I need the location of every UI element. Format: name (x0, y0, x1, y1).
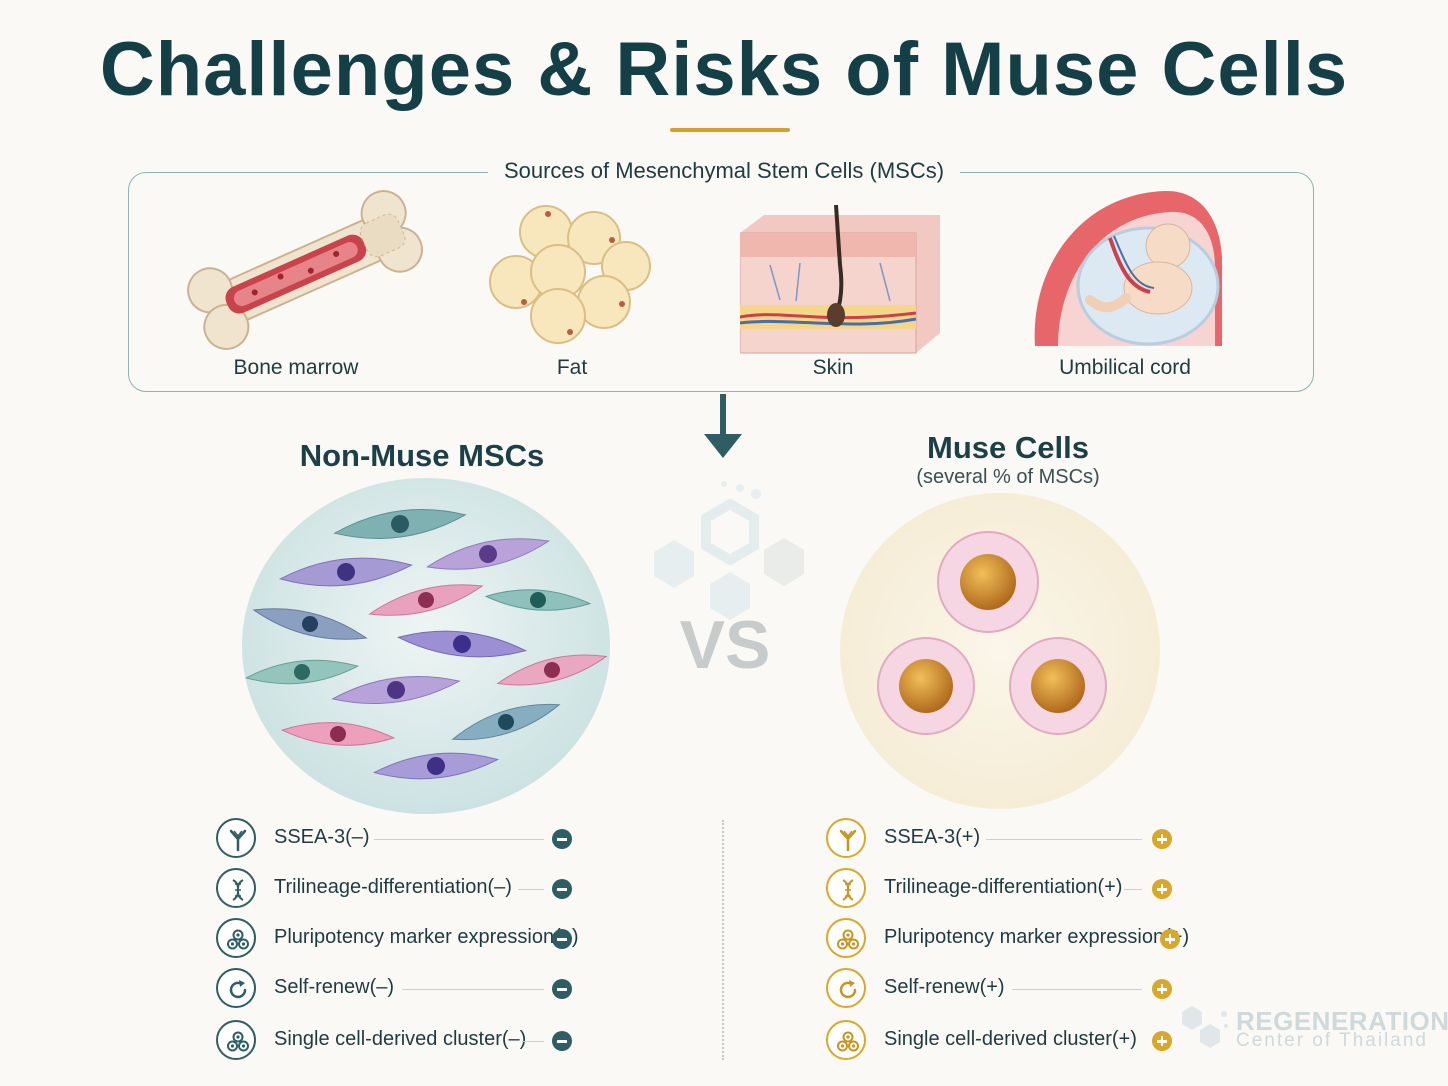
minus-icon (552, 979, 572, 999)
source-label-bone-marrow: Bone marrow (233, 356, 359, 379)
minus-icon (552, 1031, 572, 1051)
skin-section-icon (740, 205, 940, 354)
cell-cluster-icon (216, 1020, 256, 1060)
non-muse-title: Non-Muse MSCs (299, 438, 545, 473)
marker-row-self-renew-negative: Self-renew(–) (216, 968, 576, 1012)
antibody-icon (216, 818, 256, 858)
marker-label: Trilineage-differentiation(–) (274, 876, 512, 898)
muse-cells-illustration (840, 493, 1160, 809)
marker-row-pluripotency-positive: Pluripotency marker expression(+) (826, 918, 1190, 962)
dna-icon (216, 868, 256, 908)
source-label-fat: Fat (556, 356, 588, 379)
marker-row-ssea3-positive: SSEA-3(+) (826, 818, 1186, 862)
cell-cluster-icon (826, 1020, 866, 1060)
plus-icon (1152, 1031, 1172, 1051)
non-muse-cells-illustration (242, 478, 610, 814)
minus-icon (552, 829, 572, 849)
vs-label: VS (679, 607, 771, 683)
fat-cells-icon (489, 205, 651, 344)
marker-label: SSEA-3(+) (884, 826, 981, 848)
refresh-icon (826, 968, 866, 1008)
muse-subtitle: (several % of MSCs) (916, 466, 1100, 488)
bone-marrow-icon (187, 190, 423, 350)
marker-label: Trilineage-differentiation(+) (884, 876, 1123, 898)
minus-icon (552, 929, 572, 949)
plus-icon (1160, 929, 1180, 949)
marker-row-trilineage-positive: Trilineage-differentiation(+) (826, 868, 1186, 912)
marker-label: SSEA-3(–) (274, 826, 370, 848)
plus-icon (1152, 979, 1172, 999)
source-label-umbilical-cord: Umbilical cord (1059, 356, 1191, 379)
marker-label: Pluripotency marker expression(+) (884, 926, 1190, 948)
sources-heading: Sources of Mesenchymal Stem Cells (MSCs) (0, 158, 1448, 184)
marker-row-pluripotency-negative: Pluripotency marker expression(–) (216, 918, 579, 962)
marker-row-ssea3-negative: SSEA-3(–) (216, 818, 576, 862)
marker-label: Pluripotency marker expression(–) (274, 926, 579, 948)
column-divider (722, 820, 724, 1060)
cell-cluster-icon (216, 918, 256, 958)
antibody-icon (826, 818, 866, 858)
arrow-down-icon (704, 394, 742, 458)
source-label-skin: Skin (812, 356, 854, 379)
minus-icon (552, 879, 572, 899)
marker-label: Single cell-derived cluster(+) (884, 1028, 1137, 1050)
title-underline (670, 128, 790, 132)
hexagon-pattern-icon (654, 481, 804, 620)
marker-row-self-renew-positive: Self-renew(+) (826, 968, 1186, 1012)
marker-label: Single cell-derived cluster(–) (274, 1028, 527, 1050)
cell-cluster-icon (826, 918, 866, 958)
marker-row-single-cell-negative: Single cell-derived cluster(–) (216, 1020, 576, 1064)
logo-name: REGENERATION (1236, 1006, 1448, 1036)
marker-label: Self-renew(+) (884, 976, 1005, 998)
plus-icon (1152, 829, 1172, 849)
marker-label: Self-renew(–) (274, 976, 395, 998)
fetus-umbilical-cord-icon (1034, 190, 1222, 346)
marker-row-single-cell-positive: Single cell-derived cluster(+) (826, 1020, 1186, 1064)
logo-tagline: Center of Thailand (1236, 1030, 1428, 1051)
plus-icon (1152, 879, 1172, 899)
logo-hexagon-icon (1182, 1006, 1228, 1048)
page-title: Challenges & Risks of Muse Cells (99, 27, 1349, 112)
muse-title: Muse Cells (927, 430, 1089, 465)
marker-row-trilineage-negative: Trilineage-differentiation(–) (216, 868, 576, 912)
refresh-icon (216, 968, 256, 1008)
dna-icon (826, 868, 866, 908)
